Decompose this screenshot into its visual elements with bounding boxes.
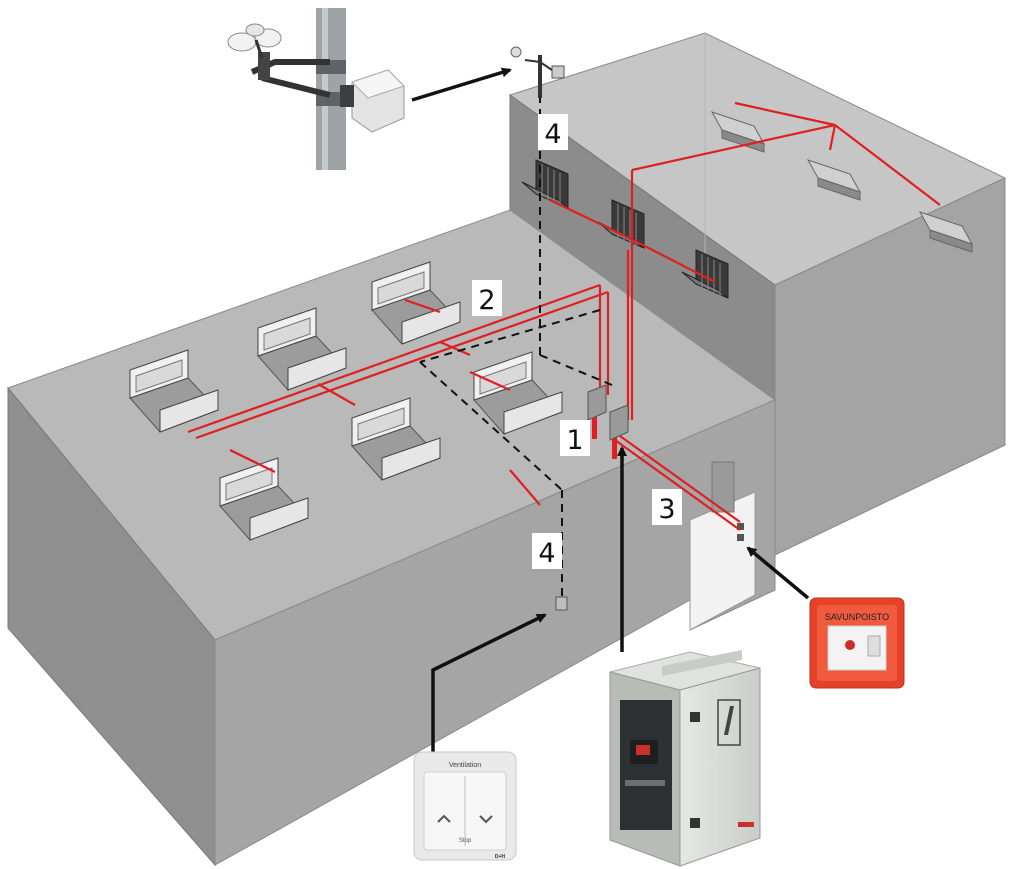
weather-station-photo [227, 8, 405, 170]
wall-switch-sub: Stop [459, 838, 472, 844]
callout-4-top-label: 4 [544, 119, 561, 150]
callout-2-label: 2 [478, 285, 495, 316]
smoke-button-label: SAVUNPOISTO [825, 612, 889, 622]
junction-box-2 [609, 404, 629, 441]
wall-switch-brand: D+H [495, 854, 506, 860]
sensor-box [340, 69, 405, 133]
wiring [187, 101, 941, 531]
callout-arrows [411, 67, 810, 752]
open-arrow-icon [437, 814, 451, 823]
push-button-icon [845, 640, 855, 650]
wall-windows [521, 159, 729, 299]
control-cabinet-icon [679, 667, 761, 867]
roof-window [710, 111, 766, 153]
roof-windows [710, 111, 974, 253]
skylight-hatch [129, 349, 219, 433]
door-switch-b [737, 534, 744, 541]
anemometer-icon [227, 23, 282, 59]
callout-1-label: 1 [566, 425, 583, 456]
smoke-vent-button-photo: SAVUNPOISTO [809, 597, 905, 689]
roof-mast [510, 46, 565, 98]
callout-3-label: 3 [658, 494, 675, 525]
callout-3: 3 [652, 489, 682, 525]
roof-skylights [129, 261, 563, 541]
callout-2: 2 [472, 280, 502, 316]
skylight-hatch [473, 351, 563, 435]
wall-switch-box [555, 596, 568, 611]
door-switch-a [737, 523, 744, 530]
wall-switch-title: Ventilation [449, 762, 481, 769]
callout-4-bottom: 4 [532, 533, 562, 569]
wall-switch-photo: Ventilation Stop D+H [413, 751, 517, 861]
skylight-hatch [371, 261, 461, 345]
wall-window [681, 249, 729, 299]
roof-window [918, 211, 974, 253]
wall-hatch [711, 461, 735, 513]
callout-4-top: 4 [538, 114, 568, 150]
skylight-hatch [219, 457, 309, 541]
roof-window [806, 159, 862, 201]
control-cabinet-photo [609, 650, 761, 867]
close-arrow-icon [479, 815, 493, 824]
callout-4-bottom-label: 4 [538, 538, 555, 569]
skylight-hatch [351, 397, 441, 481]
junction-box-1 [587, 384, 607, 421]
wall-window [521, 159, 569, 209]
skylight-hatch [257, 307, 347, 391]
callout-1: 1 [560, 420, 590, 456]
wiring-conduits [592, 413, 617, 459]
